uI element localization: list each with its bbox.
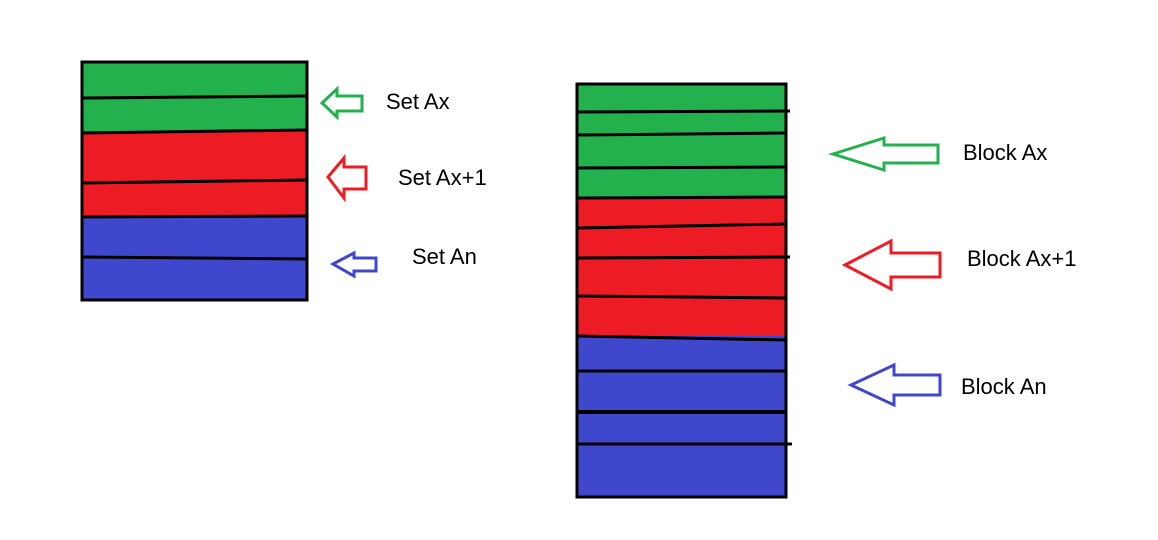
- left-divider: [82, 255, 307, 261]
- left-arrow-icon: [827, 135, 940, 173]
- left-arrow-icon: [847, 362, 942, 408]
- left-arrow-icon: [326, 153, 368, 203]
- right-arrows: [827, 135, 942, 408]
- left-band-4: [83, 181, 306, 217]
- right-stack-border: [575, 82, 788, 499]
- left-band-5: [83, 216, 306, 258]
- right-stack: [575, 82, 792, 499]
- set-an-label: Set An: [412, 244, 477, 269]
- left-divider: [82, 128, 307, 135]
- left-band-2: [83, 97, 306, 132]
- left-band-1: [83, 63, 306, 98]
- right-band-6: [578, 224, 785, 258]
- right-divider: [577, 109, 791, 114]
- right-band-7: [578, 256, 785, 298]
- right-divider: [577, 334, 786, 342]
- left-stack-border: [80, 60, 309, 302]
- left-divider: [82, 94, 307, 100]
- left-arrows: [319, 85, 378, 279]
- right-band-5: [578, 197, 785, 226]
- right-divider: [577, 195, 786, 200]
- right-band-1: [578, 85, 785, 113]
- right-band-4: [578, 168, 785, 199]
- left-divider: [82, 178, 307, 185]
- left-arrow-icon: [329, 250, 378, 279]
- right-divider: [577, 294, 786, 300]
- left-stack: [80, 60, 309, 302]
- set-ax-plus-1-label: Set Ax+1: [398, 165, 487, 190]
- right-divider: [577, 131, 786, 137]
- set-ax-label: Set Ax: [386, 89, 450, 114]
- right-band-3: [578, 134, 785, 169]
- left-band-3: [83, 131, 306, 183]
- right-divider: [577, 255, 791, 260]
- left-arrow-icon: [841, 238, 942, 292]
- block-an-label: Block An: [961, 374, 1047, 399]
- right-band-11: [578, 412, 785, 445]
- left-arrow-icon: [319, 85, 364, 121]
- left-band-6: [83, 257, 306, 299]
- right-divider: [577, 222, 786, 230]
- block-ax-label: Block Ax: [963, 140, 1047, 165]
- right-band-9: [578, 336, 785, 372]
- right-divider: [577, 165, 786, 170]
- right-band-10: [578, 371, 785, 413]
- left-divider: [82, 214, 307, 219]
- block-ax-plus-1-label: Block Ax+1: [967, 246, 1076, 271]
- right-band-12: [578, 444, 785, 496]
- right-band-8: [578, 296, 785, 338]
